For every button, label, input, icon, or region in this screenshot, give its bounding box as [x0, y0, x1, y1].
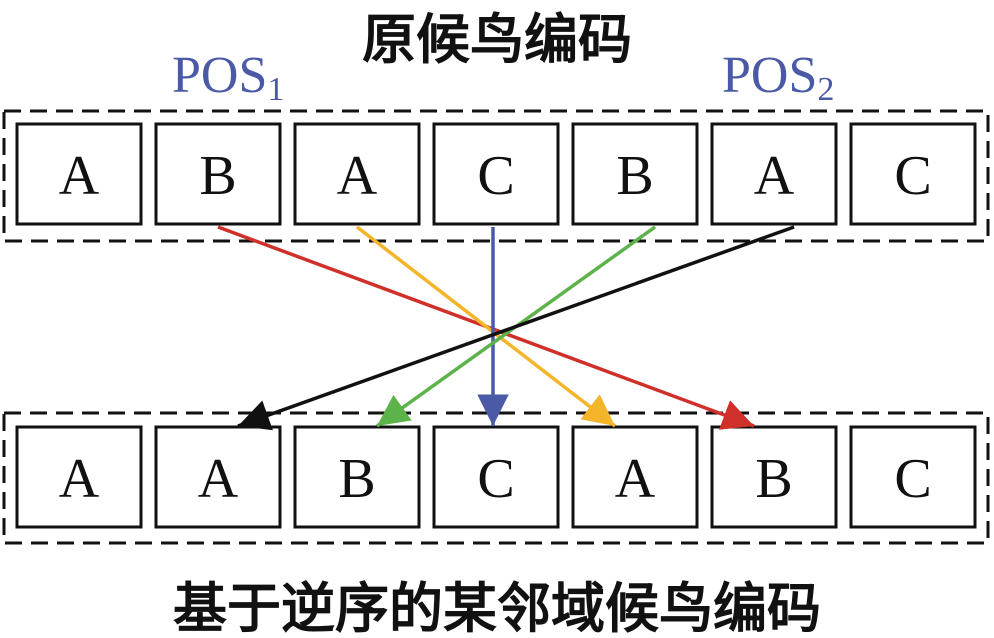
original-sequence-cell-letter: C: [477, 145, 514, 207]
neighbor-sequence-cell-letter: B: [338, 448, 375, 510]
neighbor-sequence-cell-letter: A: [59, 448, 100, 510]
original-sequence-cell-box: [571, 122, 699, 226]
neighbor-sequence-cell-box: [432, 425, 560, 529]
original-sequence-cell: A: [15, 122, 143, 226]
pos1-label-subscript: 1: [267, 71, 284, 108]
pos1-label: POS1: [172, 47, 284, 108]
neighbor-sequence-cell-letter: A: [615, 448, 656, 510]
neighbor-sequence-cell-letter: A: [198, 448, 239, 510]
original-sequence-cell-box: [15, 122, 143, 226]
neighbor-sequence-cell: A: [154, 425, 282, 529]
original-sequence-cell-letter: B: [616, 145, 653, 207]
pos2-label-subscript: 2: [817, 71, 834, 108]
original-sequence-cell: A: [293, 122, 421, 226]
neighbor-sequence-cell: A: [571, 425, 699, 529]
neighbor-sequence-cell-letter: B: [755, 448, 792, 510]
original-sequence-cell-letter: A: [337, 145, 378, 207]
neighbor-sequence-cell-box: [710, 425, 838, 529]
original-sequence-cell: B: [154, 122, 282, 226]
original-sequence-cell: C: [432, 122, 560, 226]
pos2-label-base: POS: [722, 47, 817, 104]
neighbor-sequence-cell-box: [571, 425, 699, 529]
neighbor-sequence-cell: B: [293, 425, 421, 529]
original-sequence-cell: C: [849, 122, 977, 226]
mapping-arrow: [237, 225, 795, 431]
neighbor-sequence-frame: [2, 411, 990, 545]
original-sequence-cell-box: [710, 122, 838, 226]
neighbor-sequence-cell-box: [15, 425, 143, 529]
neighbor-sequence-cell-letter: C: [894, 448, 931, 510]
pos1-label-base: POS: [172, 47, 267, 104]
original-encoding-title: 原候鸟编码: [362, 7, 632, 71]
neighbor-sequence-cell-box: [293, 425, 421, 529]
original-sequence-cell-letter: A: [59, 145, 100, 207]
original-sequence-cell-letter: B: [199, 145, 236, 207]
neighbor-sequence-cell-box: [154, 425, 282, 529]
original-sequence-frame: [2, 109, 990, 243]
mapping-arrows: [217, 225, 795, 431]
neighbor-sequence-cell: C: [432, 425, 560, 529]
mapping-arrow: [355, 225, 617, 428]
original-sequence-cell-box: [154, 122, 282, 226]
neighbor-sequence-cell: C: [849, 425, 977, 529]
original-sequence-cell-box: [849, 122, 977, 226]
neighbor-sequence-cell: B: [710, 425, 838, 529]
original-sequence-cell-box: [432, 122, 560, 226]
original-sequence-cell: B: [571, 122, 699, 226]
pos2-label: POS2: [722, 47, 834, 108]
neighbor-sequence-cell: A: [15, 425, 143, 529]
original-sequence-cell-box: [293, 122, 421, 226]
original-sequence-cell-letter: A: [754, 145, 795, 207]
original-sequence-cell-letter: C: [894, 145, 931, 207]
neighbor-sequence-cell-box: [849, 425, 977, 529]
neighborhood-encoding-title: 基于逆序的某邻域候鸟编码: [173, 576, 821, 638]
original-sequence-cell: A: [710, 122, 838, 226]
neighbor-sequence-cell-letter: C: [477, 448, 514, 510]
